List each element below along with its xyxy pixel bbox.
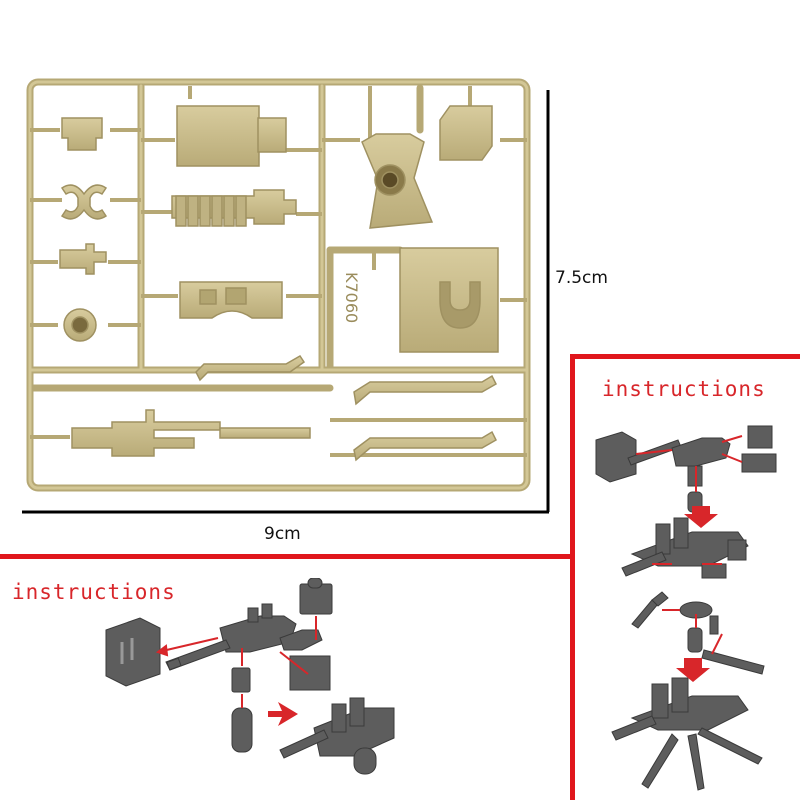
leg-part-1 — [353, 374, 497, 406]
tripod-leg — [631, 599, 659, 629]
right-assembly-diagram — [595, 425, 777, 791]
final-gun — [630, 695, 749, 731]
post-piece — [231, 707, 253, 753]
pivot-piece — [231, 667, 251, 693]
right-instructions-title: instructions — [602, 377, 766, 401]
pin-part — [195, 355, 306, 382]
red-divider-vertical — [570, 356, 575, 800]
assembly-arrow — [268, 702, 298, 726]
height-label: 7.5cm — [555, 268, 608, 288]
handle-part — [61, 117, 103, 151]
ammo-box-part — [176, 105, 260, 167]
fork-part — [59, 243, 107, 275]
ammo-box-piece — [289, 655, 331, 691]
leg-part-2 — [353, 430, 497, 462]
clip-part — [60, 184, 108, 220]
gun-body-piece — [671, 437, 731, 467]
width-label: 9cm — [264, 524, 301, 544]
sprue-code: K7060 — [342, 272, 361, 323]
step-arrow-1 — [684, 506, 718, 528]
clip-box-part — [439, 105, 493, 161]
red-divider-top — [570, 354, 800, 359]
barrel-part — [71, 409, 221, 457]
red-divider-horizontal — [0, 554, 574, 559]
left-assembly-diagram — [105, 578, 395, 775]
left-instructions-title: instructions — [12, 580, 176, 604]
step-arrow-2 — [676, 658, 710, 682]
sprue-parts — [59, 105, 499, 462]
baseplate-piece — [595, 431, 637, 483]
